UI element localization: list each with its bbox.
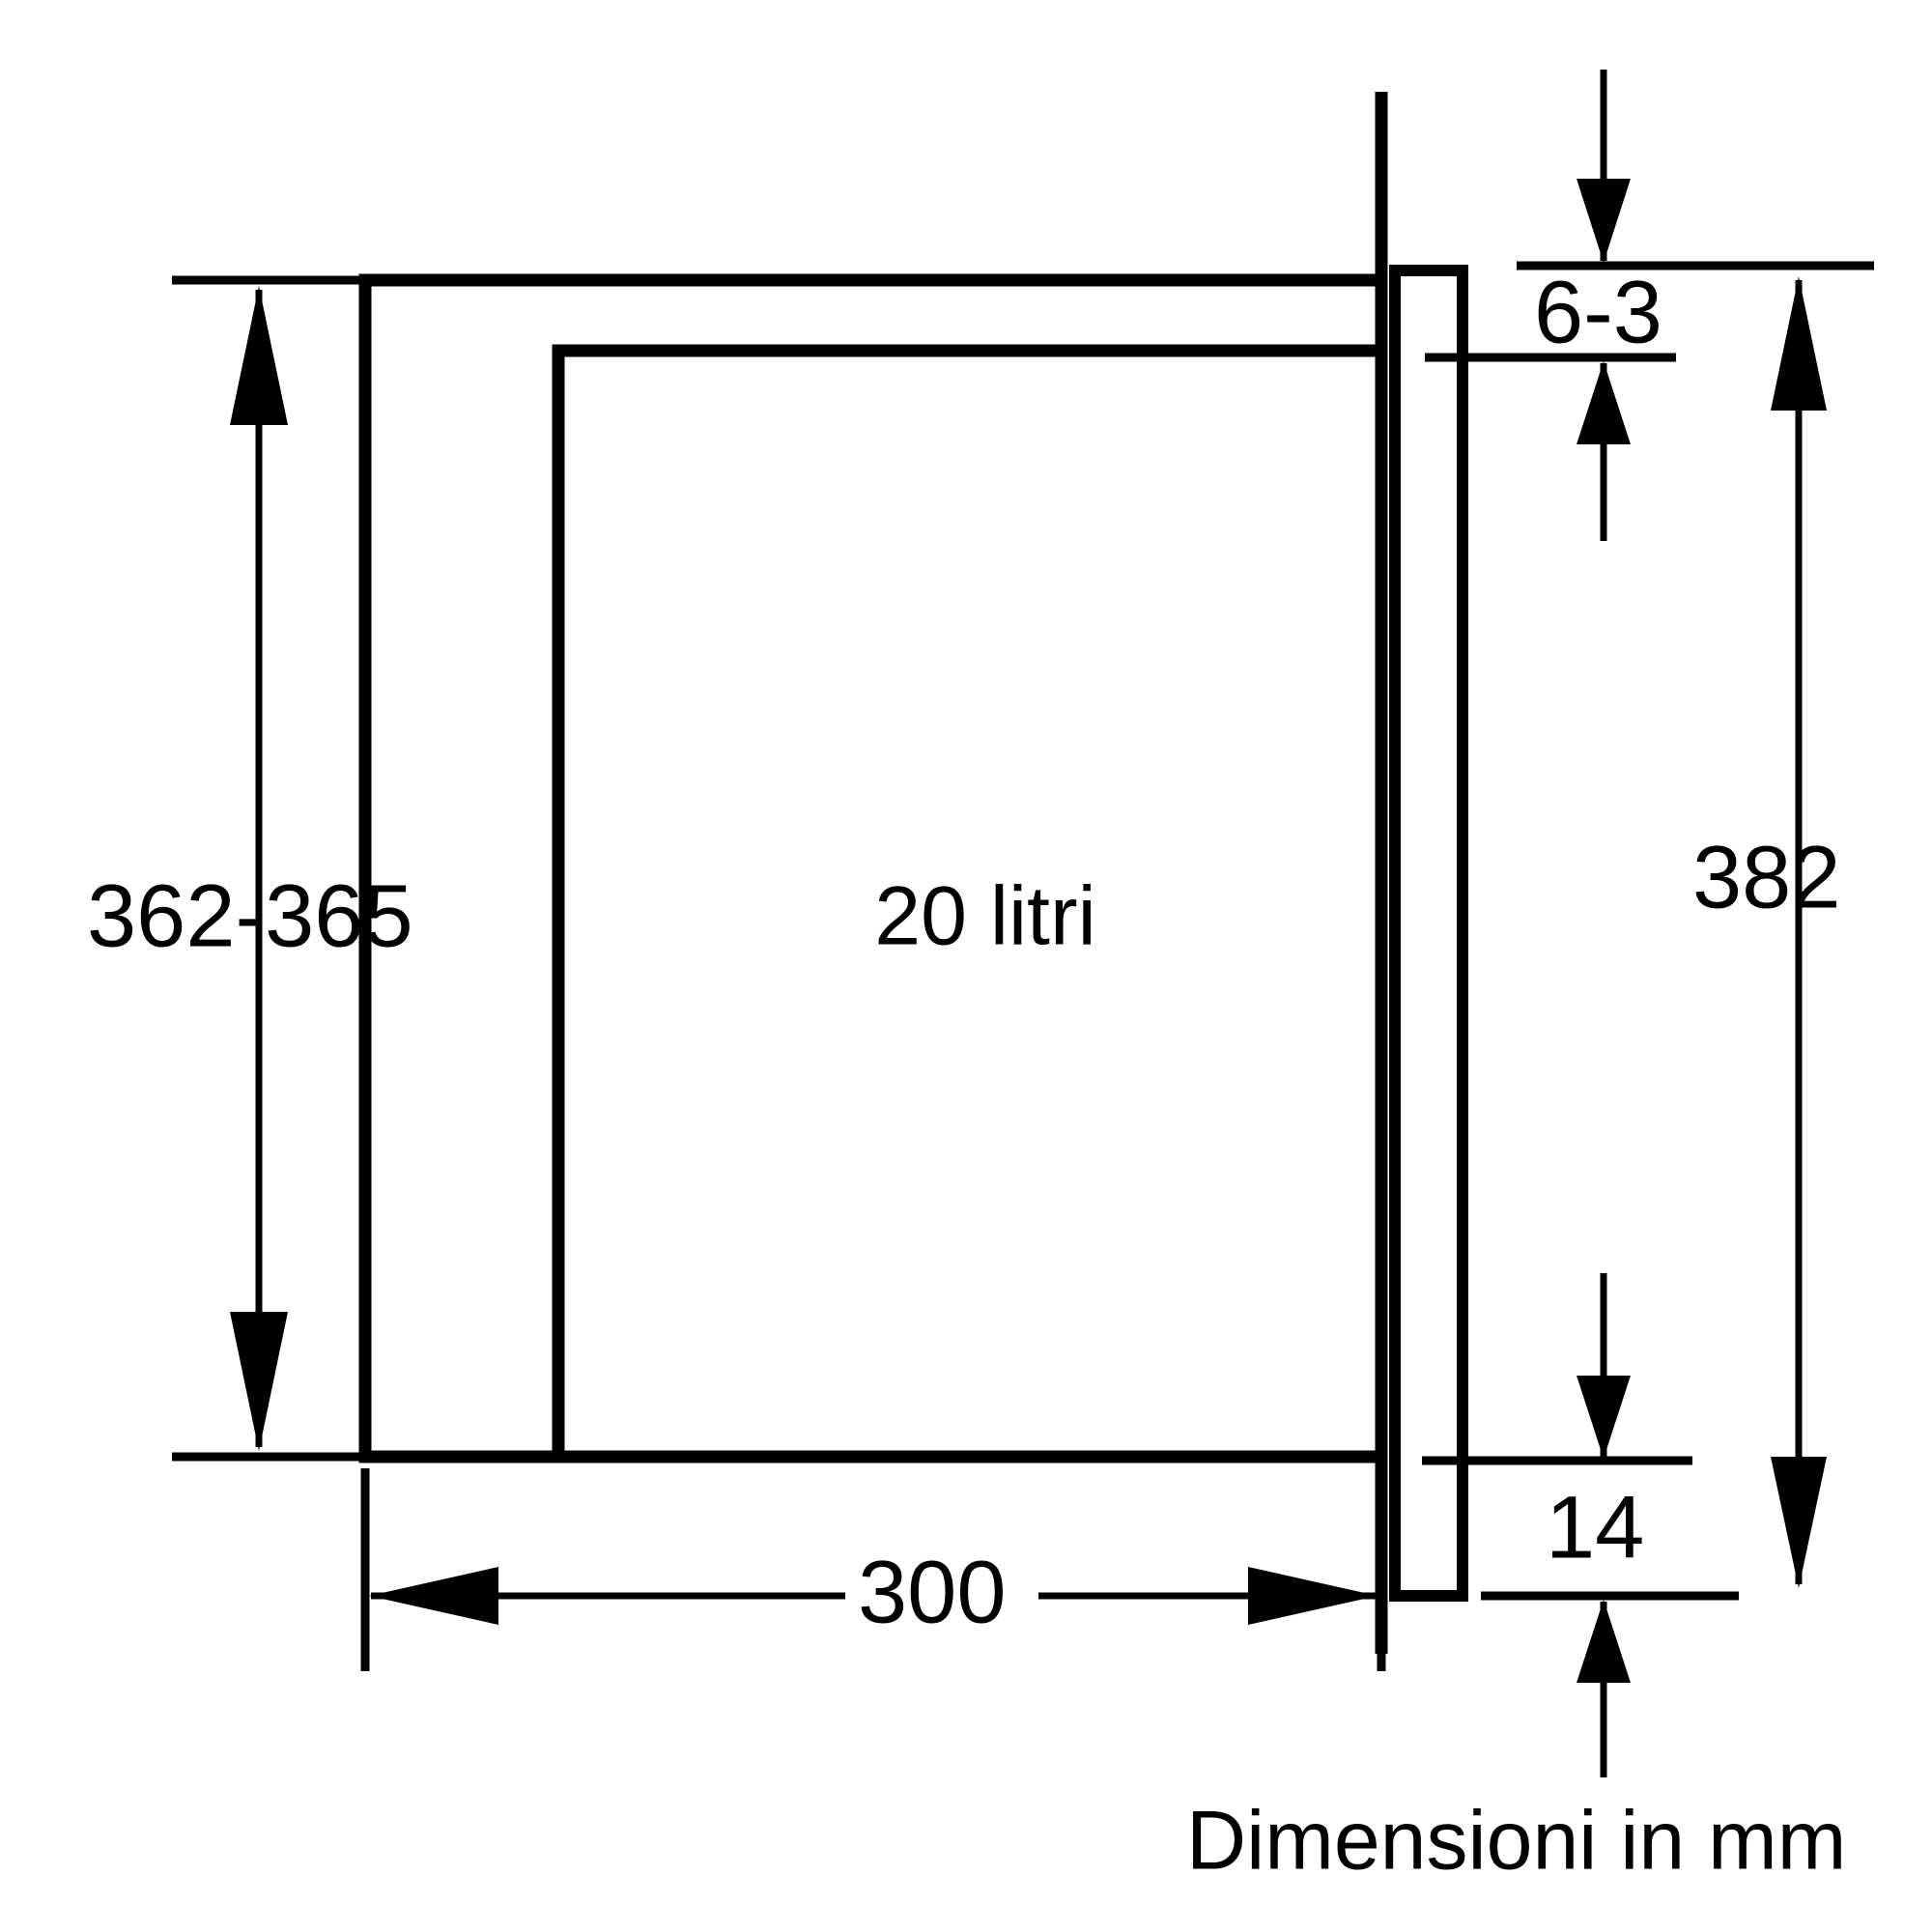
appliance-body-outline — [358, 273, 1383, 1463]
dimension-height-niche: 362-365 — [87, 275, 444, 1462]
cavity-capacity-label-group: 20 litri — [874, 870, 1095, 963]
dimension-bottom-overhang: 14 — [1422, 1273, 1739, 1777]
dimension-label-14: 14 — [1546, 1478, 1644, 1577]
cavity-capacity-label: 20 litri — [874, 870, 1095, 963]
dimension-depth: 300 — [360, 1468, 1386, 1671]
dimension-front-panel-gap: 6-3 — [1425, 70, 1874, 541]
dimension-total-front-height: 382 — [1692, 276, 1841, 1588]
front-trim-flange — [1389, 265, 1468, 1602]
dimension-label-362-365: 362-365 — [87, 867, 413, 965]
dimension-label-382: 382 — [1692, 828, 1841, 926]
oven-cavity-outline — [552, 344, 1383, 1457]
units-caption-group: Dimensioni in mm — [1186, 1795, 1846, 1888]
dimension-label-300: 300 — [858, 1543, 1007, 1641]
units-caption: Dimensioni in mm — [1186, 1795, 1846, 1888]
dimension-label-6-3: 6-3 — [1534, 263, 1662, 361]
